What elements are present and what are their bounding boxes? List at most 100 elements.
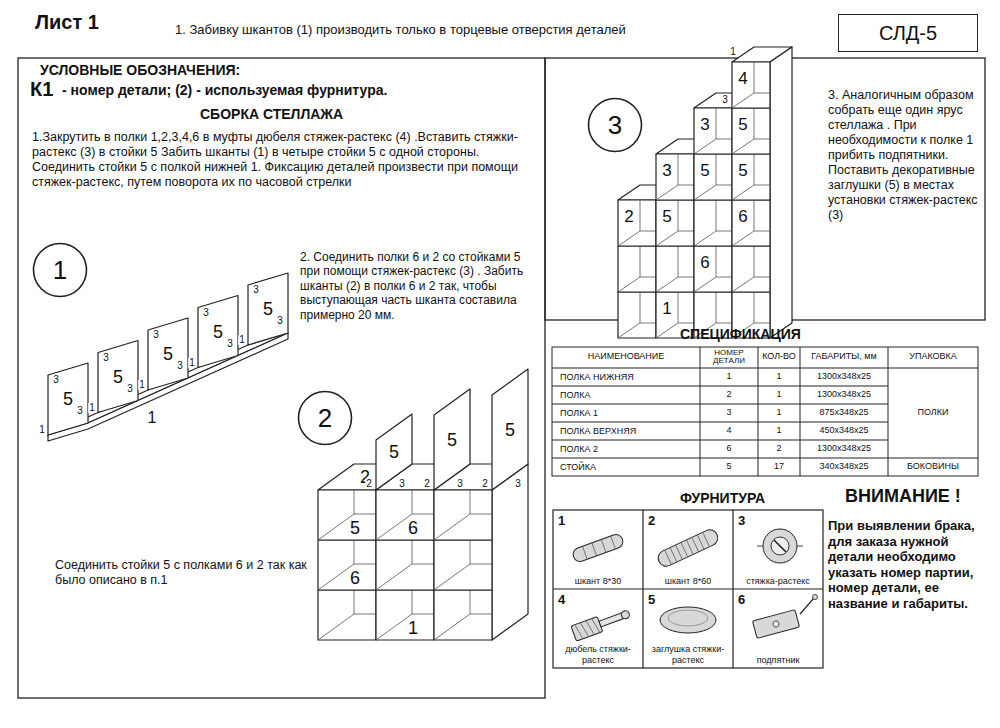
cell-inner-line [618, 323, 640, 338]
cell-inner-line [470, 614, 492, 615]
fittings-grid [553, 510, 823, 668]
right-frame [545, 58, 985, 320]
fittings-border [553, 510, 823, 668]
cell-inner-line [678, 292, 679, 323]
fitting-cell: 2 шкант 8*60 [643, 510, 733, 589]
cam-hole [771, 537, 789, 555]
callout-number: 3 [661, 162, 672, 179]
table-cell: ГАБАРИТЫ, мм [811, 352, 876, 361]
table-cell: 875х348х25 [819, 408, 868, 417]
cell-front [694, 108, 732, 154]
dowel-icon [571, 533, 625, 564]
step-circle: 3 [587, 97, 643, 153]
callout-number: 1 [88, 403, 96, 413]
note-text: Соединить стойки 5 с полками 6 и 2 так к… [55, 558, 320, 588]
callout-number: 5 [737, 116, 748, 133]
callout-number: 1 [38, 425, 46, 435]
callout-number: 5 [212, 323, 224, 341]
callout-number: 1 [147, 410, 158, 426]
sheet-code-box: СЛД-5 [838, 14, 978, 52]
step1-drawing [48, 273, 288, 441]
cell-inner-line [716, 277, 732, 278]
step-circle: 1 [32, 242, 88, 298]
cam-body [763, 529, 797, 563]
cell-front [618, 292, 656, 338]
callout-number: 5 [349, 519, 361, 537]
cell-front [694, 246, 732, 292]
fitting-caption: стяжка-растекс [736, 576, 820, 586]
cell-front [732, 62, 770, 108]
fitting-cell: 5 заглушка стяжки-растекс [643, 589, 733, 668]
fitting-number: 2 [648, 513, 655, 528]
cell-inner-line [732, 277, 754, 292]
bolt-head [620, 610, 630, 620]
fittings-line [553, 588, 823, 589]
cell-inner-line [678, 277, 694, 278]
upright-panel [434, 389, 470, 490]
cell-inner-line [678, 154, 679, 185]
callout-number: 3 [398, 479, 406, 489]
callout-number: 5 [112, 368, 124, 386]
callout-number: 3 [176, 361, 184, 371]
table-cell: 1300х348х25 [817, 444, 871, 453]
cell-inner-line [412, 564, 434, 565]
cell-inner-line [470, 514, 492, 515]
table-cell: 1300х348х25 [817, 390, 871, 399]
side-face [492, 464, 528, 640]
table-cell: СТОЙКА [560, 462, 596, 473]
callout-number: 1 [238, 335, 246, 345]
cell-front [618, 200, 656, 246]
cell-front [318, 590, 376, 640]
table-cell: 340х348х25 [819, 462, 868, 471]
sheet-code: СЛД-5 [879, 22, 937, 45]
fitting-number: 5 [648, 592, 655, 607]
fitting-cell: 4дюбель стяжки-растекс [553, 589, 643, 668]
table-cell: ПОЛКИ [918, 408, 949, 417]
cell-inner-line [694, 231, 716, 246]
table-cell: ПОЛКА [560, 390, 591, 401]
note-text: УСЛОВНЫЕ ОБОЗНАЧЕНИЯ: [40, 62, 240, 79]
cell-inner-line [354, 590, 355, 614]
cell-inner-line [754, 292, 755, 323]
callout-number: 6 [407, 519, 419, 537]
callout-number: 3 [202, 308, 210, 318]
table-line [800, 347, 801, 476]
cell-front [318, 490, 376, 540]
fitting-caption: заглушка стяжки-растекс [646, 644, 730, 665]
cell-inner-line [678, 231, 694, 232]
table-line [552, 422, 888, 423]
cell-inner-line [640, 323, 656, 324]
table-cell: 1 [726, 372, 731, 381]
cell-inner-line [732, 185, 754, 200]
cell-inner-line [318, 614, 354, 640]
step-number: 3 [587, 97, 643, 153]
note-text: 2. Соединить полки 6 и 2 со стойками 5 п… [300, 250, 540, 322]
upright-panel [248, 273, 288, 345]
cell-front [694, 200, 732, 246]
callout-number: 2 [481, 479, 489, 489]
cell-inner-line [434, 614, 470, 640]
cell-inner-line [716, 154, 717, 185]
callout-number: 3 [252, 285, 260, 295]
table-cell: ПОЛКА 1 [560, 408, 598, 419]
fitting-caption: шкант 8*30 [556, 576, 640, 586]
fitting-caption: шкант 8*60 [646, 576, 730, 586]
cell-inner-line [716, 108, 717, 139]
cell-inner-line [716, 323, 732, 324]
cap-icon [660, 607, 716, 633]
cell-front [656, 246, 694, 292]
upright-panel [376, 414, 412, 490]
cell-inner-line [754, 246, 755, 277]
callout-number: 2 [623, 208, 634, 225]
table-cell: НАИМЕНОВАНИЕ [588, 352, 665, 361]
upright-panel [492, 369, 528, 490]
table-cell: 6 [726, 444, 731, 453]
shelf-edge [48, 333, 288, 441]
table-line [758, 347, 759, 476]
table-border [552, 347, 978, 476]
callout-number: 2 [423, 479, 431, 489]
cell-front [694, 154, 732, 200]
table-cell: 2 [776, 444, 781, 453]
spec-table-grid [552, 347, 978, 476]
callout-number: 3 [52, 375, 60, 385]
